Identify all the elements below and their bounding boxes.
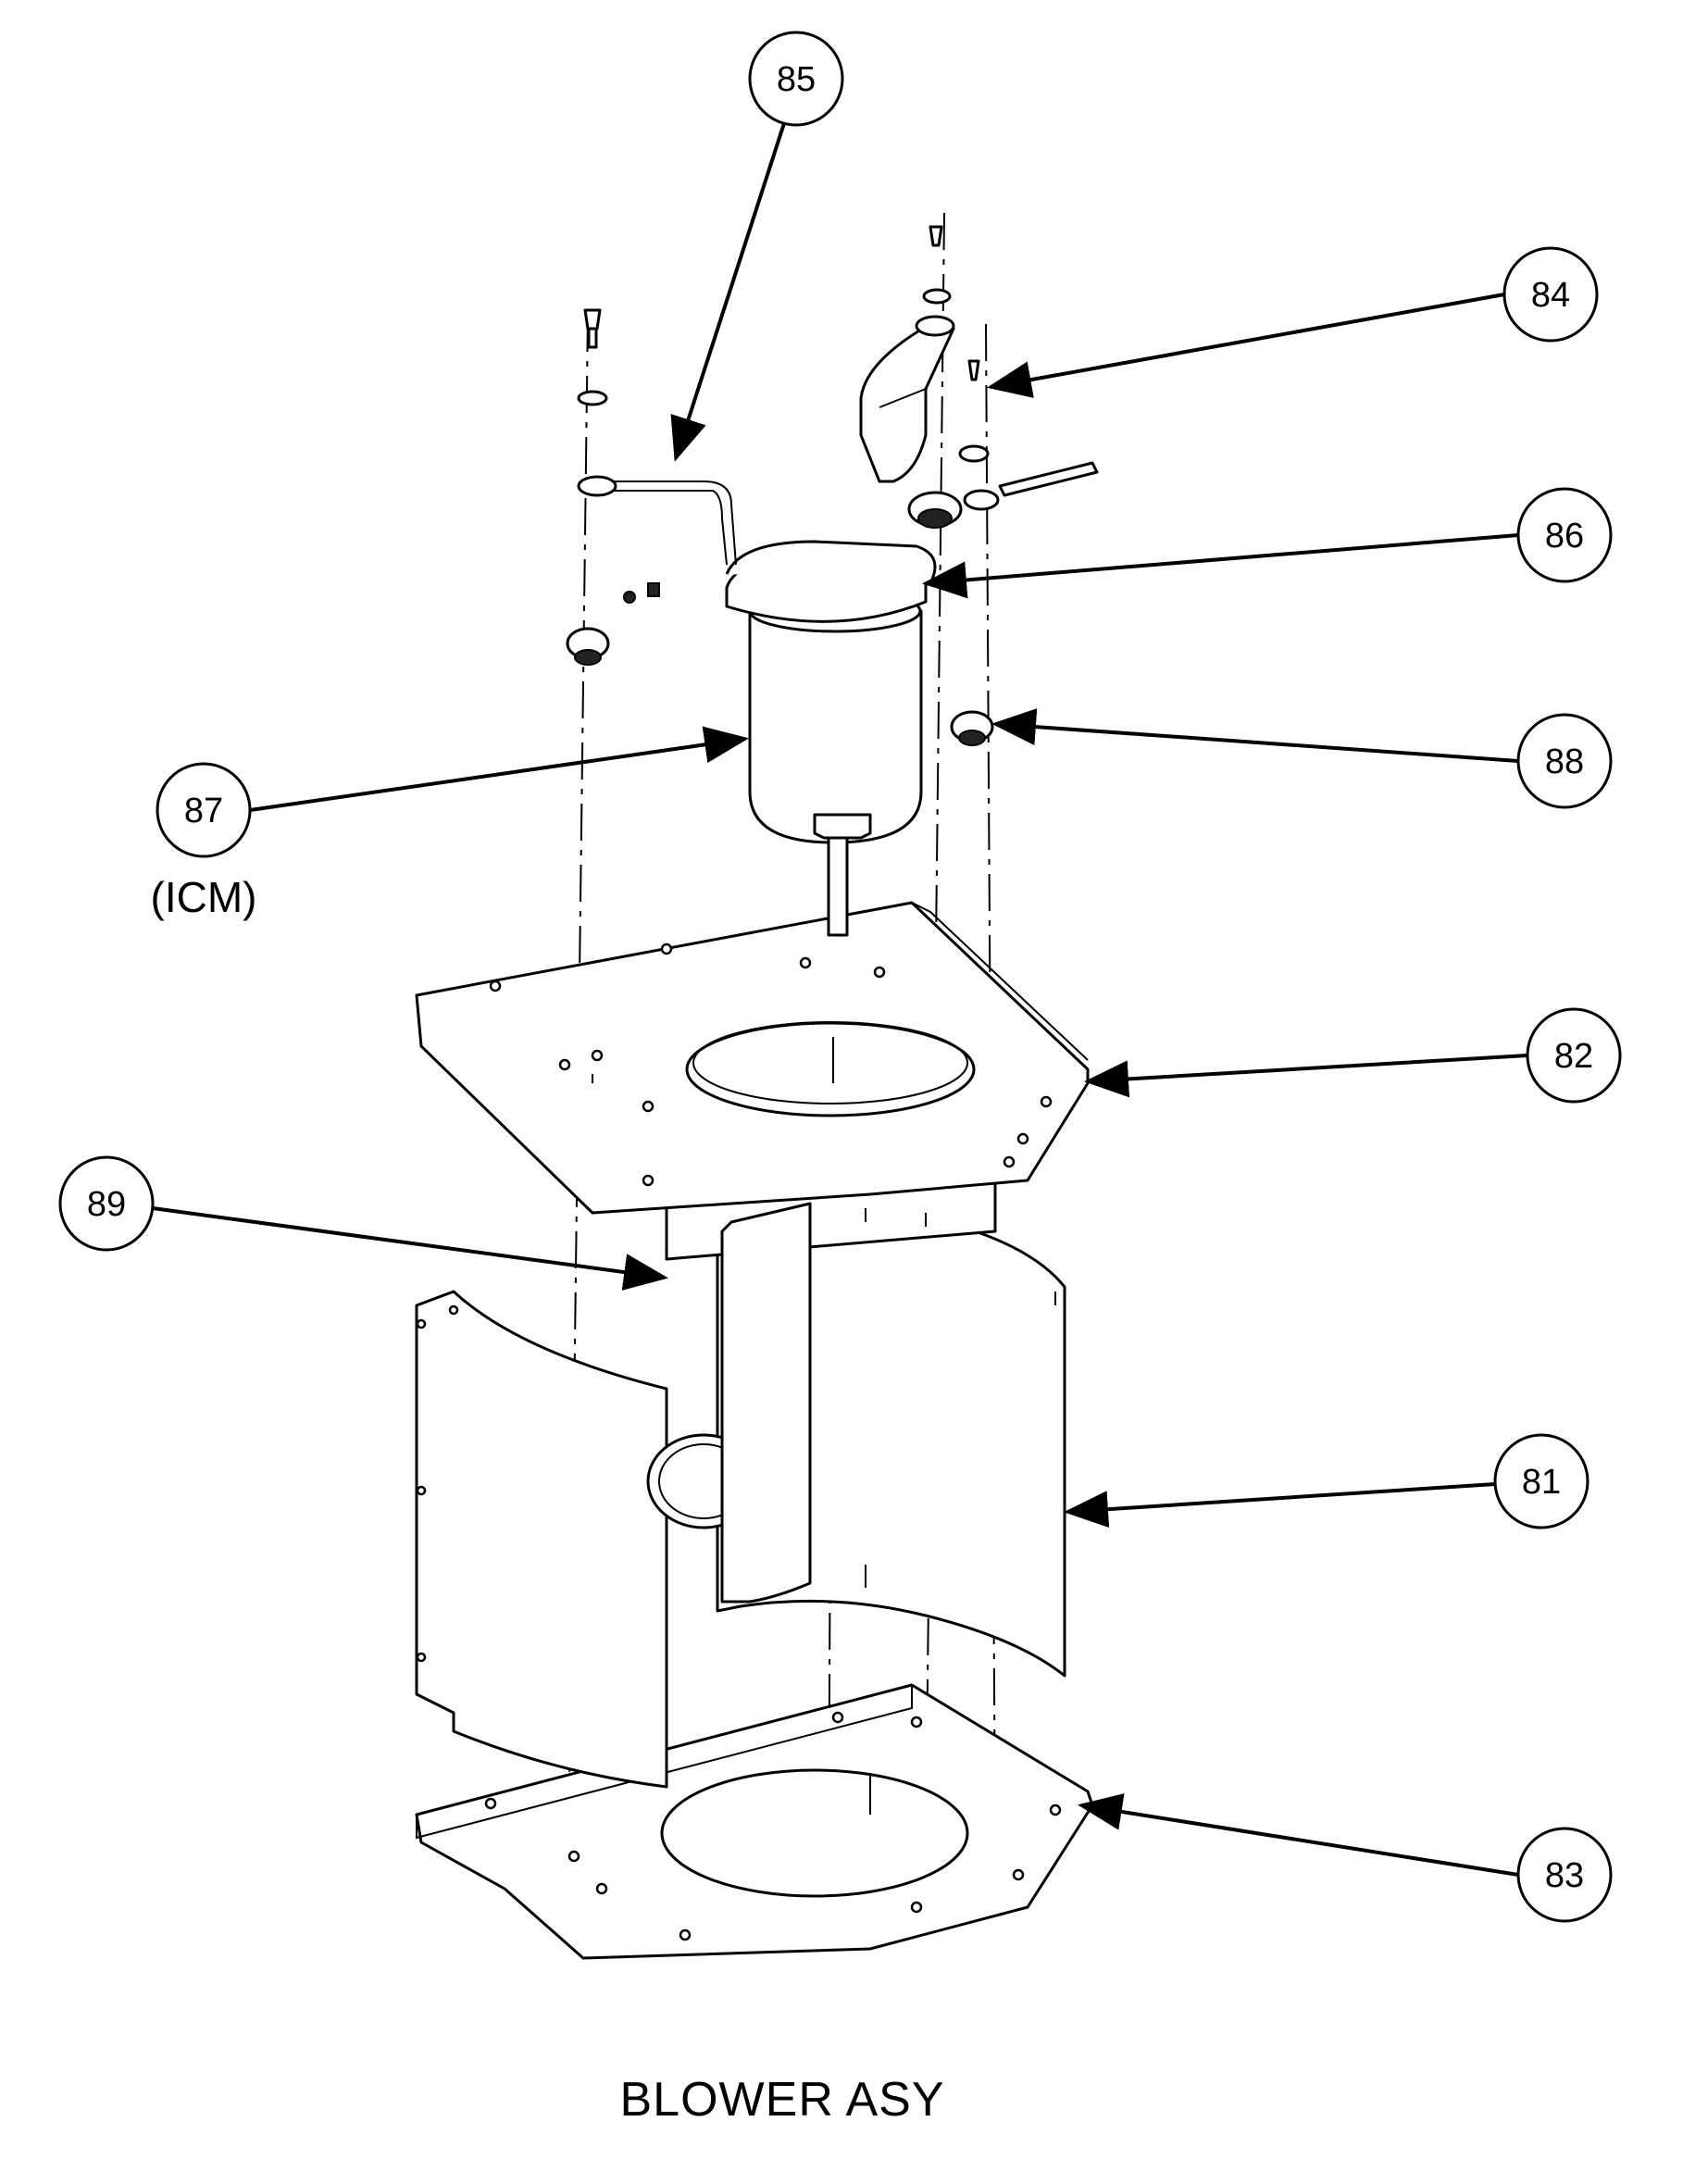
diagram-title: BLOWER ASY [620,2073,945,2127]
blower-housing [415,1132,1066,1789]
top-plate [415,901,1090,1215]
callout-83: 83 [1078,1793,1613,1923]
callout-87: 87 (ICM) [151,726,749,921]
callout-87-note: (ICM) [151,873,257,921]
callout-88: 88 [991,708,1613,809]
callout-82: 82 [1084,1007,1622,1104]
callout-84-text: 84 [1531,276,1570,315]
callout-81-text: 81 [1522,1463,1561,1502]
callout-86-text: 86 [1545,517,1584,555]
callout-89: 89 [58,1155,668,1291]
callout-89-text: 89 [87,1185,126,1224]
motor-bracket-left [577,475,737,566]
callout-83-text: 83 [1545,1856,1584,1895]
bottom-plate [415,1683,1094,1960]
motor-bracket-right [859,315,963,529]
callout-86: 86 [922,487,1613,599]
blower-motor [725,540,937,937]
callout-85: 85 [670,31,844,462]
callout-88-text: 88 [1545,743,1584,781]
callout-85-text: 85 [777,60,816,99]
callout-81: 81 [1064,1433,1590,1529]
hardware-right [922,225,1099,746]
callout-84: 84 [987,246,1599,398]
callout-87-text: 87 [184,792,223,830]
callout-82-text: 82 [1554,1037,1593,1076]
hardware-left [566,308,660,666]
